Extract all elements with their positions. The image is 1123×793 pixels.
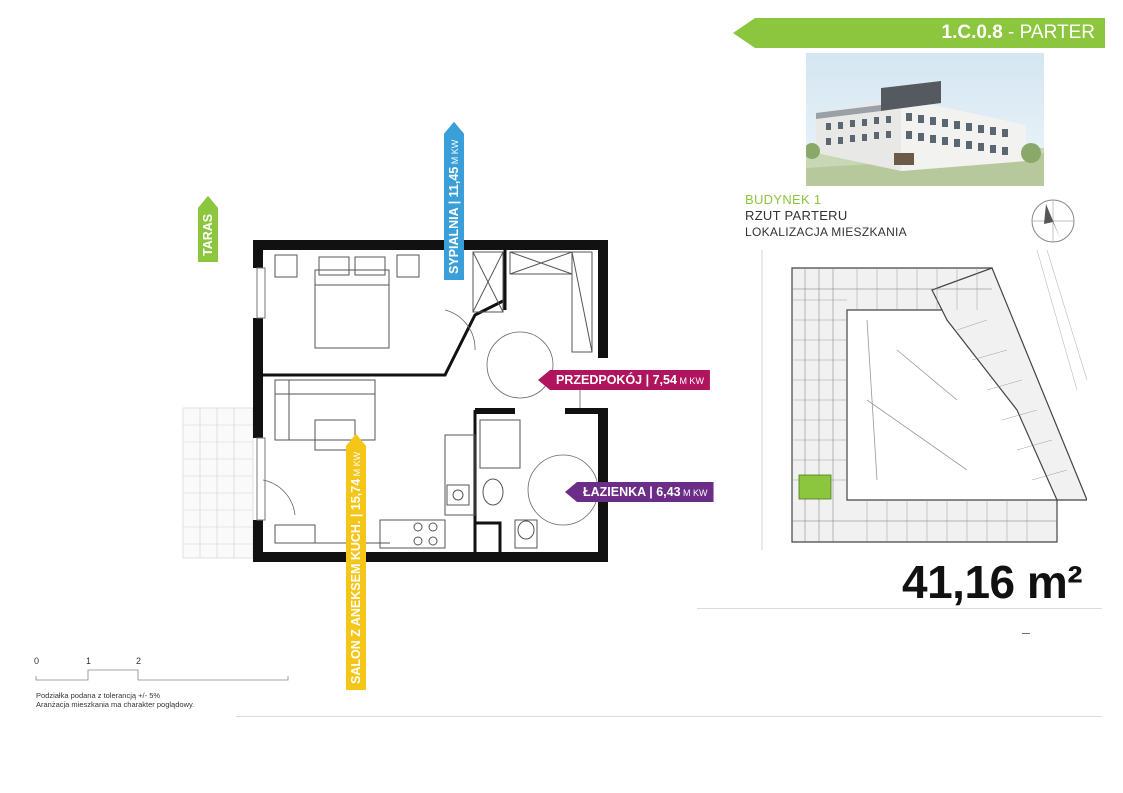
ribbon-shape — [733, 18, 1105, 48]
living-room-area: 15,74 — [349, 478, 363, 511]
north-arrow-icon — [1030, 198, 1076, 244]
living-room-label: SALON Z ANEKSEM KUCH. | 15,74 M KW — [346, 434, 366, 690]
living-room-separator: | — [349, 510, 363, 521]
living-room-name: SALON Z ANEKSEM KUCH. — [349, 520, 363, 684]
bathroom-label: ŁAZIENKA | 6,43 M KW — [565, 482, 714, 502]
unit-code: 1.C.0.8 — [941, 22, 1003, 43]
building-number: BUDYNEK 1 — [745, 192, 822, 207]
bathroom-area-unit: M KW — [680, 488, 708, 498]
hallway-area-unit: M KW — [676, 376, 704, 386]
bathroom-separator: | — [645, 485, 657, 499]
unit-title-separator: - — [1002, 22, 1020, 43]
tolerance-note: Podziałka podana z tolerancją +/- 5% — [36, 691, 161, 700]
arrangement-note: Aranżacja mieszkania ma charakter pogląd… — [36, 700, 195, 709]
bedroom-area: 11,45 — [447, 166, 461, 198]
living-room-area-unit: M KW — [352, 451, 362, 479]
hallway-separator: | — [642, 373, 653, 387]
building-info: BUDYNEK 1 RZUT PARTERU LOKALIZACJA MIESZ… — [745, 192, 907, 240]
bathroom-area: 6,43 — [656, 485, 681, 499]
scale-bar-lines — [35, 669, 289, 681]
disclaimer-notes: Podziałka podana z tolerancją +/- 5% Ara… — [36, 691, 194, 709]
divider-mark — [1022, 633, 1030, 634]
terrace-label: TARAS — [198, 196, 218, 262]
apartment-floor-plan — [175, 230, 625, 570]
bedroom-label: SYPIALNIA | 11,45 M KW — [444, 122, 464, 280]
site-location-plan — [757, 249, 1088, 550]
unit-header-ribbon: 1.C.0.8 - PARTER — [733, 18, 1105, 48]
bedroom-name: SYPIALNIA — [447, 207, 461, 274]
scale-bar: 0 1 2 — [30, 656, 300, 686]
highlighted-unit-marker — [798, 474, 832, 500]
divider-right — [697, 608, 1102, 609]
scale-tick-1: 1 — [86, 656, 92, 666]
total-area-unit: m² — [1026, 556, 1083, 608]
location-caption: LOKALIZACJA MIESZKANIA — [745, 225, 907, 239]
total-area: 41,16 m² — [902, 555, 1083, 609]
divider-bottom — [236, 716, 1102, 717]
scale-tick-2: 2 — [136, 656, 142, 666]
floor-plan-title: RZUT PARTERU — [745, 208, 848, 223]
hallway-label: PRZEDPOKÓJ | 7,54 M KW — [538, 370, 710, 390]
hallway-area: 7,54 — [652, 373, 677, 387]
total-area-value: 41,16 — [902, 556, 1015, 608]
floor-name: PARTER — [1019, 22, 1095, 43]
bathroom-name: ŁAZIENKA — [583, 485, 646, 499]
scale-tick-0: 0 — [34, 656, 40, 666]
terrace-name: TARAS — [201, 213, 215, 256]
hallway-name: PRZEDPOKÓJ — [556, 373, 643, 387]
unit-title: 1.C.0.8 - PARTER — [942, 22, 1095, 44]
bedroom-separator: | — [447, 197, 461, 208]
building-photo — [806, 53, 1044, 186]
bedroom-area-unit: M KW — [450, 139, 460, 167]
